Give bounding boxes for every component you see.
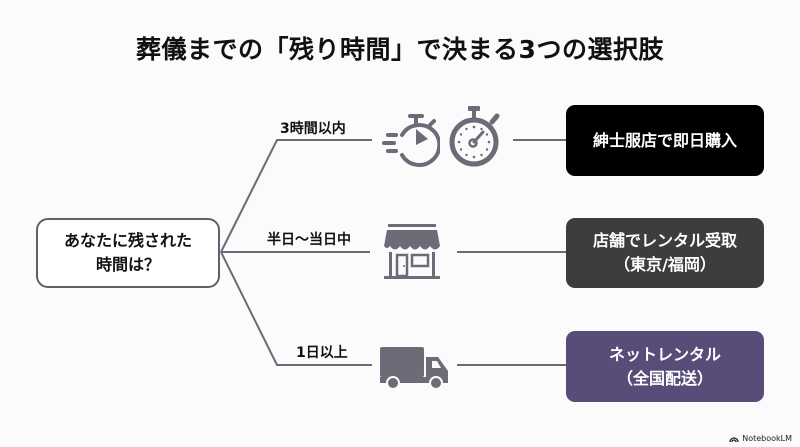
connector-branch-3: [220, 251, 372, 366]
option-box-1: 紳士服店で即日購入: [566, 105, 764, 176]
stopwatch-icon: [449, 106, 500, 167]
storefront-icon: [384, 224, 440, 279]
option-2-line-2: （東京/福岡）: [614, 255, 716, 274]
branch-label-1: 3時間以内: [280, 121, 346, 137]
footer-brand: NotebookLM: [729, 434, 792, 443]
branch-label-3: 1日以上: [296, 345, 348, 361]
option-3-line-1: ネットレンタル: [608, 344, 721, 364]
question-line-1: あなたに残された: [63, 231, 192, 250]
fast-timer-icon: [382, 114, 440, 167]
question-box: あなたに残された 時間は？: [36, 218, 220, 288]
question-line-2: 時間は？: [95, 255, 160, 274]
footer-brand-text: NotebookLM: [742, 434, 792, 443]
branch-label-2: 半日〜当日中: [267, 232, 351, 248]
delivery-truck-icon: [380, 347, 448, 390]
notebooklm-logo-icon: [729, 437, 739, 442]
connector-branch-1: [220, 139, 372, 253]
option-1-line-1: 紳士服店で即日購入: [592, 130, 737, 150]
option-3-line-2: （全国配送）: [616, 368, 713, 388]
page-title: 葬儀までの「残り時間」で決まる3つの選択肢: [136, 35, 664, 64]
option-box-2: 店舗でレンタル受取 （東京/福岡）: [566, 218, 764, 288]
option-box-3: ネットレンタル （全国配送）: [566, 331, 764, 402]
option-2-line-1: 店舗でレンタル受取: [592, 231, 737, 250]
